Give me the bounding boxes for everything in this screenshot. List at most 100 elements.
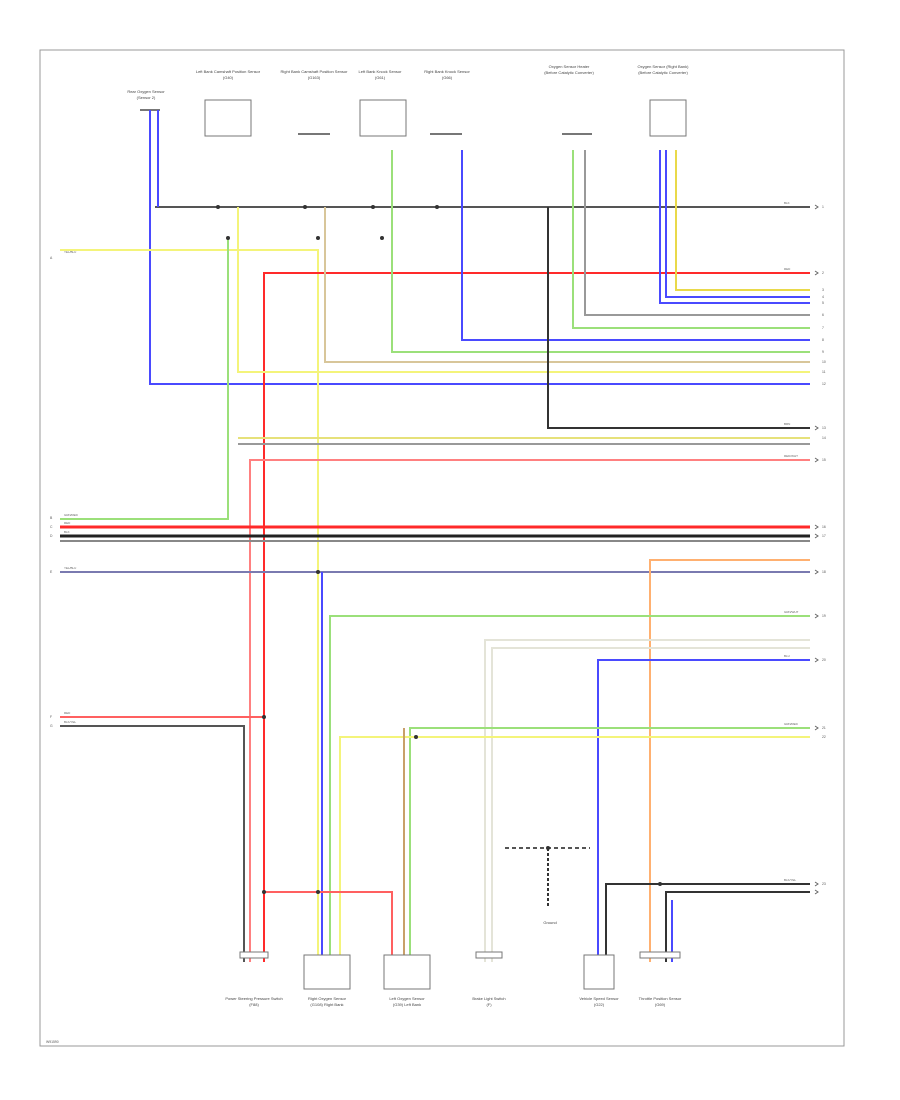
top-component-box-3 <box>359 99 407 137</box>
wire-blue-right-2 <box>665 150 810 298</box>
junction-dot <box>316 570 320 574</box>
wire-label: RED/WHT <box>784 454 798 458</box>
terminal-mark <box>814 725 819 731</box>
wire-label: BLK/YEL <box>784 878 797 882</box>
bottom-component-4-label: (G22) <box>594 1002 605 1007</box>
bottom-component-4-name: Vehicle Speed Sensor <box>579 996 619 1001</box>
wire-green-right-1 <box>572 150 810 329</box>
wire-label: BLK <box>64 530 70 534</box>
wire-label: BLK <box>784 201 790 205</box>
top-component-0-label: (Sensor 2) <box>137 95 156 100</box>
wire-yellow-right-1 <box>675 150 810 291</box>
junction-dot <box>316 236 320 240</box>
bottom-component-2-name: Left Oxygen Sensor <box>389 996 425 1001</box>
wire-label: YEL/BLU <box>64 566 76 570</box>
right-marker: 6 <box>822 313 824 317</box>
junction-dot <box>435 205 439 209</box>
right-marker: 10 <box>822 360 826 364</box>
junction-dot <box>414 735 418 739</box>
right-marker: 16 <box>822 525 826 529</box>
terminal-mark <box>814 889 819 895</box>
wire-black-left <box>60 725 245 962</box>
wire-green-lower-2 <box>409 727 810 962</box>
wire-label: RED <box>784 267 791 271</box>
right-marker: 18 <box>822 570 826 574</box>
wire-yellow-lower-2 <box>339 736 810 962</box>
terminal-mark <box>814 524 819 530</box>
terminal-mark <box>814 204 819 210</box>
left-marker: F <box>50 715 52 719</box>
bottom-component-3-name: Brake Light Switch <box>472 996 505 1001</box>
right-marker: 3 <box>822 288 824 292</box>
wire-red-top <box>263 272 810 962</box>
bottom-component-box-5 <box>639 951 681 959</box>
right-marker: 8 <box>822 338 824 342</box>
junction-dot <box>216 205 220 209</box>
right-marker: 17 <box>822 534 826 538</box>
diagram-frame <box>39 49 845 1047</box>
junction-dot <box>316 890 320 894</box>
wire-yellow-top <box>60 249 319 962</box>
wires <box>60 110 810 962</box>
bottom-component-5-name: Throttle Position Sensor <box>639 996 682 1001</box>
junction-dots <box>216 205 662 894</box>
wire-yellow-2 <box>237 207 810 373</box>
wire-black-right <box>547 207 810 429</box>
right-marker: 15 <box>822 458 826 462</box>
junction-dot <box>371 205 375 209</box>
right-marker: 21 <box>822 726 826 730</box>
right-marker: 11 <box>822 370 826 374</box>
top-component-6-name: Oxygen Sensor (Right Bank) <box>638 64 690 69</box>
top-component-3-name: Left Bank Knock Sensor <box>359 69 403 74</box>
ground-label: Ground <box>543 920 556 925</box>
right-marker: 14 <box>822 436 826 440</box>
junction-dot <box>262 890 266 894</box>
wire-white-lower <box>484 639 810 962</box>
left-marker: D <box>50 534 53 538</box>
bottom-component-box-0 <box>239 951 269 959</box>
wire-label: RED <box>64 521 71 525</box>
wire-white-lower-2 <box>491 647 810 962</box>
wire-label: GRN/RED <box>784 722 799 726</box>
bottom-component-box-4 <box>583 954 615 990</box>
wire-blue-lower <box>597 659 810 962</box>
top-component-box-1 <box>204 99 252 137</box>
top-component-0-name: Rear Oxygen Sensor <box>127 89 165 94</box>
bottom-component-box-3 <box>475 951 503 959</box>
left-marker: A <box>50 256 53 260</box>
bottom-component-0-label: (F88) <box>249 1002 259 1007</box>
terminal-mark <box>814 613 819 619</box>
wire-label: BLU <box>784 654 790 658</box>
left-marker: C <box>50 525 53 529</box>
top-component-1-name: Left Bank Camshaft Position Sensor <box>196 69 261 74</box>
wire-blue-right-1 <box>659 150 810 304</box>
wire-label: RED <box>64 711 71 715</box>
right-terminal-markers <box>814 204 819 895</box>
right-marker: 7 <box>822 326 824 330</box>
bottom-component-box-2 <box>383 954 431 990</box>
bottom-component-2-label: (G39) Left Bank <box>393 1002 421 1007</box>
left-marker: E <box>50 570 53 574</box>
top-component-box-6 <box>649 99 687 137</box>
wire-green-knock <box>391 150 810 353</box>
terminal-mark <box>814 881 819 887</box>
bottom-component-3-label: (F) <box>486 1002 492 1007</box>
junction-dot <box>303 205 307 209</box>
wire-gray-right-1 <box>584 150 810 316</box>
bottom-component-labels: Power Steering Pressure Switch (F88) Rig… <box>225 996 682 1007</box>
terminal-mark <box>814 533 819 539</box>
right-marker: 20 <box>822 658 826 662</box>
right-marker: 4 <box>822 295 824 299</box>
right-marker: 19 <box>822 614 826 618</box>
top-component-3-label: (G61) <box>375 75 386 80</box>
bottom-component-1-label: (G108) Right Bank <box>310 1002 343 1007</box>
left-marker: G <box>50 724 53 728</box>
top-component-labels: Rear Oxygen Sensor (Sensor 2) Left Bank … <box>127 64 689 100</box>
junction-dot <box>262 715 266 719</box>
right-marker: 1 <box>822 205 824 209</box>
junction-dot <box>546 846 550 850</box>
top-component-1-label: (G40) <box>223 75 234 80</box>
top-component-4-name: Right Bank Knock Sensor <box>424 69 470 74</box>
terminal-mark <box>814 425 819 431</box>
right-marker: 9 <box>822 350 824 354</box>
